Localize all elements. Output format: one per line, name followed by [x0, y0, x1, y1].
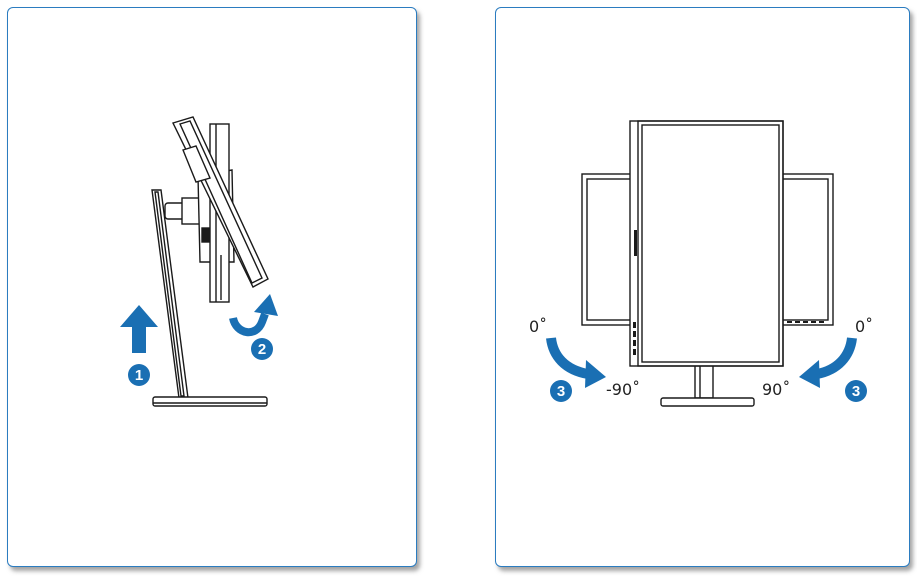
step-1-badge: 1 [128, 364, 150, 386]
step-3-number-right: 3 [852, 383, 860, 400]
step-3-number-left: 3 [557, 383, 565, 400]
left-start-angle-label: 0˚ [529, 317, 547, 336]
rotate-curved-arrow-left [229, 294, 278, 336]
step-3-badge-right: 3 [845, 380, 867, 402]
step-2-number: 2 [258, 341, 266, 358]
left-end-angle-label: -90˚ [606, 380, 640, 399]
step-1-number: 1 [135, 367, 143, 384]
right-end-angle-label: 90˚ [762, 380, 790, 399]
monitor-front-view [581, 120, 834, 407]
monitor-side-view [151, 116, 269, 407]
step-2-badge: 2 [251, 338, 273, 360]
lift-up-arrow [120, 305, 158, 353]
rotate-curved-arrow-clockwise [799, 337, 857, 388]
step-3-badge-left: 3 [550, 380, 572, 402]
right-start-angle-label: 0˚ [855, 317, 873, 336]
rotate-curved-arrow-counterclockwise [546, 337, 606, 388]
